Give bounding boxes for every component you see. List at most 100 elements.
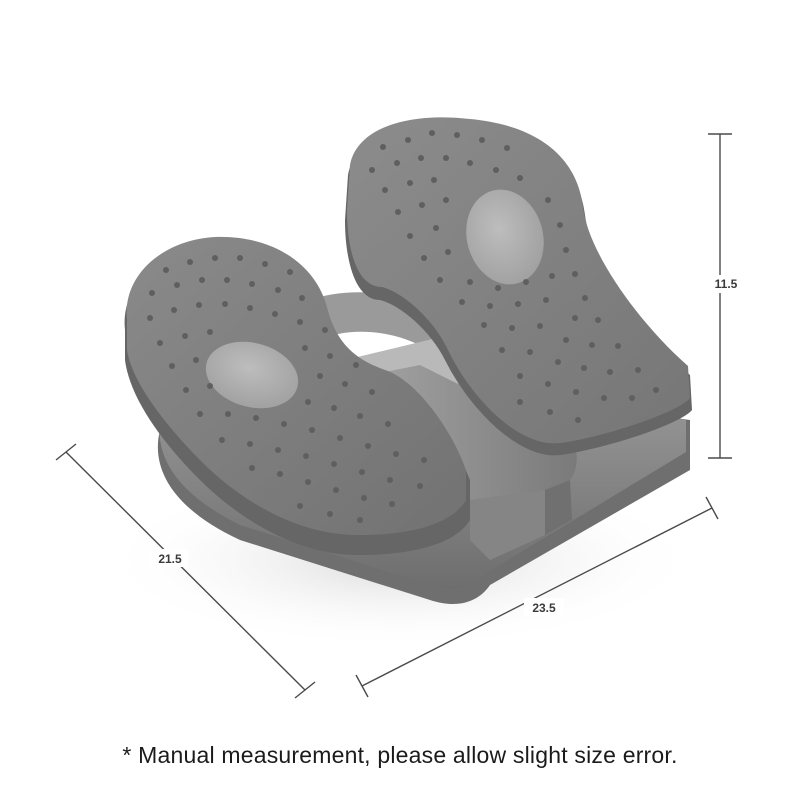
massage-nub [305,399,311,405]
massage-nub [365,443,371,449]
massage-nub [407,180,413,186]
massage-nub [517,175,523,181]
massage-nub [493,167,499,173]
massage-nub [487,303,493,309]
left-massage-nubs [147,255,427,523]
massage-nub [169,363,175,369]
massage-nub [331,461,337,467]
massage-nub [275,447,281,453]
massage-nub [322,327,328,333]
massage-nub [572,315,578,321]
massage-nub [572,271,578,277]
massage-nub [517,399,523,405]
height-dimension [708,133,732,459]
massage-nub [537,323,543,329]
depth-dimension [55,443,316,699]
massage-nub [504,145,510,151]
massage-nub [517,373,523,379]
massage-nub [545,197,551,203]
massage-nub [499,347,505,353]
massage-nub [224,277,230,283]
massage-nub [481,322,487,328]
massage-nub [601,395,607,401]
massage-nub [309,427,315,433]
massage-nub [302,345,308,351]
massage-nub [174,282,180,288]
massage-nub [197,411,203,417]
massage-nub [454,132,460,138]
massage-nub [443,197,449,203]
massage-nub [575,417,581,423]
massage-nub [547,409,553,415]
massage-nub [615,343,621,349]
massage-nub [635,367,641,373]
width-dimension [355,496,719,698]
massage-nub [297,319,303,325]
massage-nub [299,295,305,301]
massage-nub [171,307,177,313]
massage-nub [445,249,451,255]
massage-nub [147,315,153,321]
massage-nub [281,421,287,427]
massage-nub [207,383,213,389]
width-label: 23.5 [532,601,556,615]
massage-nub [247,441,253,447]
massage-nub [433,225,439,231]
massage-nub [222,301,228,307]
massage-nub [515,301,521,307]
massage-nub [287,269,293,275]
massage-nub [207,329,213,335]
massage-nub [359,469,365,475]
massage-nub [573,389,579,395]
massage-nub [607,369,613,375]
massage-nub [249,281,255,287]
massage-nub [380,144,386,150]
massage-nub [249,465,255,471]
massage-nub [199,277,205,283]
width-label-bg [524,598,564,616]
massage-nub [247,305,253,311]
massage-nub [272,311,278,317]
massage-nub [581,365,587,371]
massage-nub [317,373,323,379]
massage-nub [262,261,268,267]
massage-nub [407,233,413,239]
massage-nub [421,457,427,463]
massage-nub [382,187,388,193]
massage-nub [582,295,588,301]
massage-nub [479,137,485,143]
massage-nub [182,333,188,339]
massage-nub [303,453,309,459]
massage-nub [219,437,225,443]
massage-nub [589,342,595,348]
massage-nub [337,435,343,441]
massage-nub [193,357,199,363]
right-pedal [345,117,692,456]
massage-nub [253,415,259,421]
massage-nub [437,277,443,283]
massage-nub [387,477,393,483]
massage-nub [357,413,363,419]
massage-nub [557,222,563,228]
right-massage-nubs [369,130,659,423]
massage-nub [418,155,424,161]
massage-nub [305,479,311,485]
massage-nub [353,362,359,368]
massage-nub [385,421,391,427]
massage-nub [563,247,569,253]
massage-nub [459,299,465,305]
massage-nub [297,503,303,509]
massage-nub [225,411,231,417]
depth-label: 21.5 [158,552,182,566]
massage-nub [196,302,202,308]
massage-nub [527,349,533,355]
massage-nub [543,297,549,303]
height-label-bg [706,275,746,293]
massage-nub [431,177,437,183]
massage-nub [653,387,659,393]
massage-nub [523,279,529,285]
massage-nub [394,160,400,166]
massage-nub [509,325,515,331]
left-pedal [124,236,471,556]
